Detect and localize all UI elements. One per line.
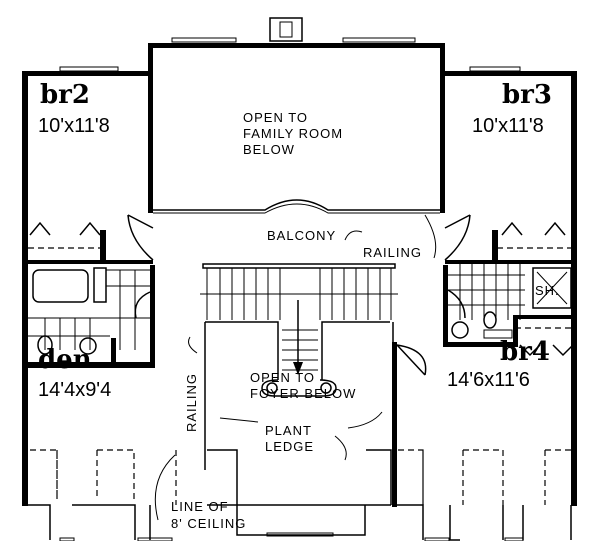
foyer-label-2: FOYER BELOW	[250, 386, 356, 401]
room-name-den: den	[38, 345, 92, 375]
room-size-br3: 10'x11'8	[472, 115, 544, 137]
room-br3	[444, 66, 577, 506]
staircase	[200, 263, 398, 470]
plant-ledge-label-2: LEDGE	[265, 439, 314, 454]
door-br2	[127, 214, 154, 261]
plant-ledge-label-1: PLANT	[265, 423, 312, 438]
room-name-br4: br4	[500, 337, 550, 367]
plant-ledge	[207, 449, 392, 537]
bathroom-left	[28, 265, 155, 368]
room-br2	[22, 66, 153, 506]
room-name-br3: br3	[502, 80, 552, 110]
balcony-label: BALCONY	[267, 228, 336, 243]
foyer-label-1: OPEN TO	[250, 370, 315, 385]
room-den	[28, 449, 177, 541]
chimney	[269, 17, 303, 42]
room-size-den: 14'4x9'4	[38, 379, 111, 401]
room-size-br4: 14'6x11'6	[447, 369, 530, 391]
plant-ledge-arrows	[219, 411, 383, 461]
family-room-label-2: FAMILY ROOM	[243, 126, 343, 141]
ceiling-label-2: 8' CEILING	[171, 516, 246, 531]
shower-label: SH.	[535, 283, 560, 298]
ceiling-arrow	[154, 454, 176, 521]
family-room-label-3: BELOW	[243, 142, 295, 157]
railing-arrows	[188, 214, 437, 354]
ceiling-label-1: LINE OF	[171, 499, 229, 514]
family-room-opening	[148, 37, 445, 214]
railing-label-top: RAILING	[363, 245, 422, 260]
room-br4	[392, 342, 574, 541]
railing-label-left: RAILING	[184, 373, 199, 432]
bathroom-right: SH.	[443, 264, 573, 347]
room-size-br2: 10'x11'8	[38, 115, 110, 137]
family-room-label-1: OPEN TO	[243, 110, 308, 125]
room-name-br2: br2	[40, 80, 90, 110]
